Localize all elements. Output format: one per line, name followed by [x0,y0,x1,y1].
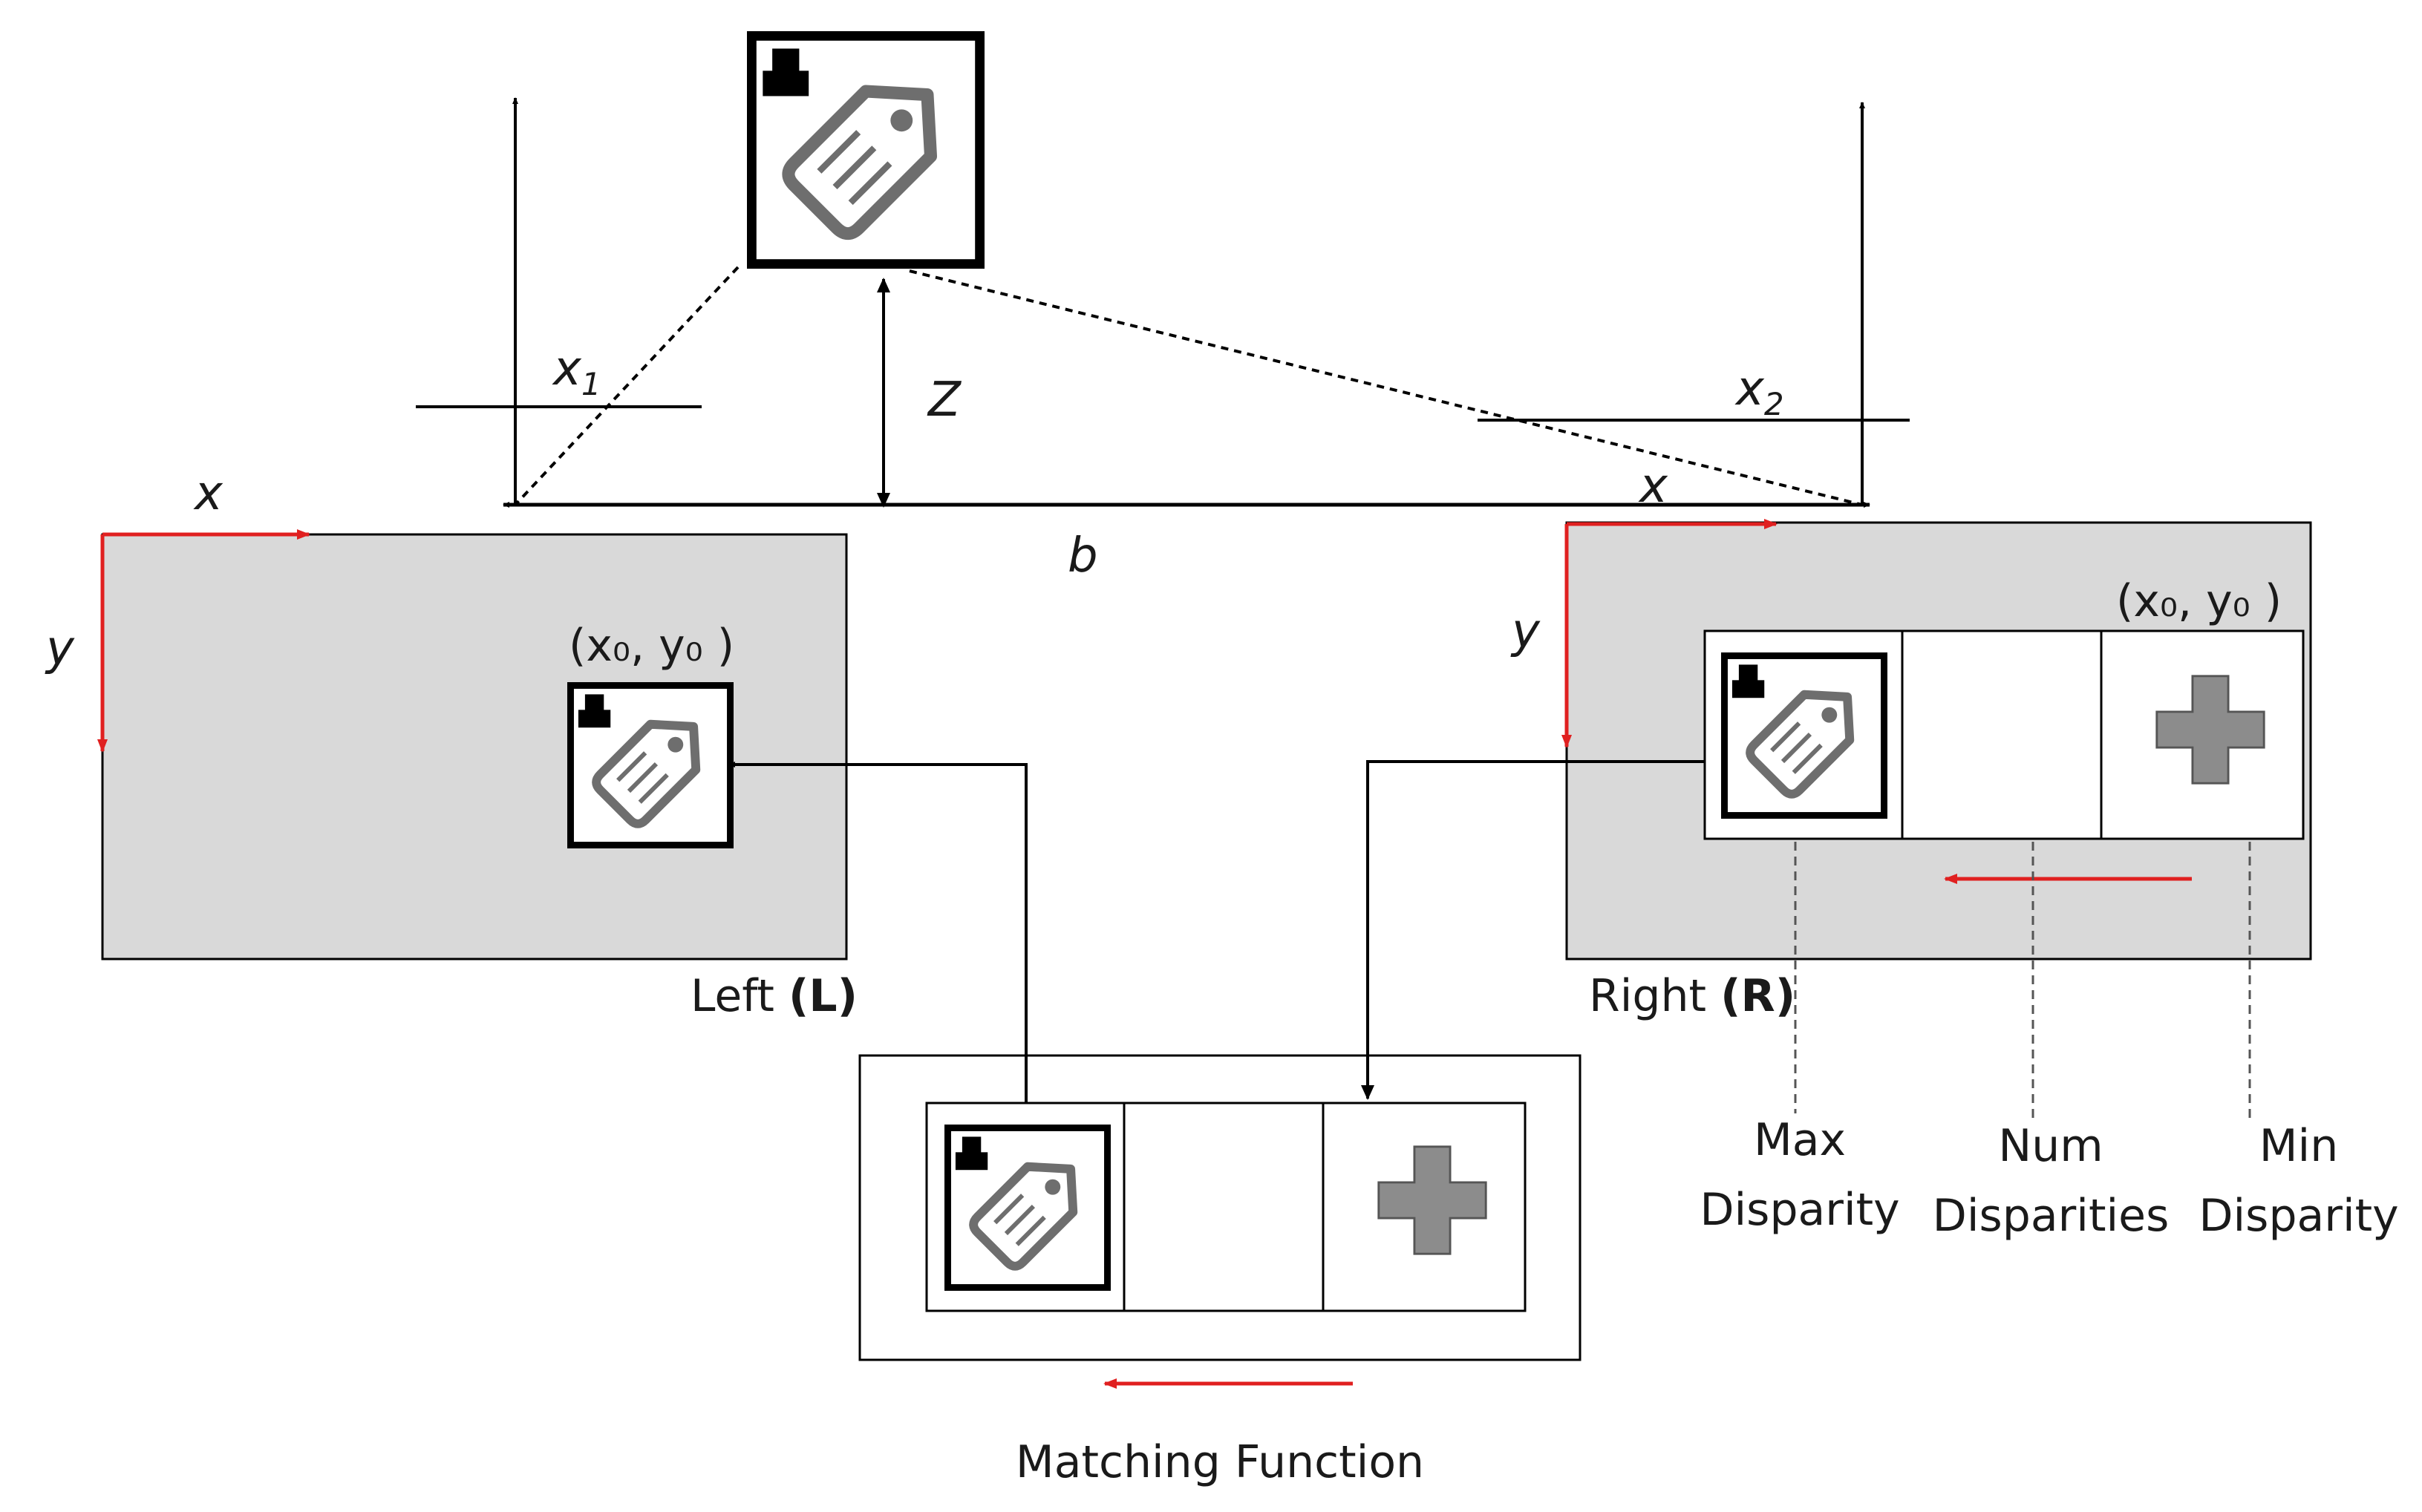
right-image-caption: Right (R) [1589,970,1795,1022]
matching-function: Matching Function [858,1054,1582,1488]
x1-label: x1 [552,341,601,402]
stereo-geometry: x1 x2 Z b [416,36,1910,583]
right-coord-label: (x₀, y₀ ) [2116,575,2282,627]
depth-label: Z [927,373,962,428]
right-projection-ray [909,269,1863,506]
matching-patch-icon [947,1128,1107,1287]
left-patch-connector [728,762,1028,1103]
right-y-label: y [1510,604,1541,659]
left-x-label: x [193,466,223,521]
matching-function-label: Matching Function [1016,1436,1424,1488]
left-patch-icon [570,685,730,845]
right-image-panel: x y (x₀, y₀ ) Right (R) [1510,459,2312,1022]
object-tag-icon [751,36,979,264]
right-patch-connector [1361,760,1705,1100]
right-x-label: x [1638,459,1668,514]
baseline-label: b [1068,528,1098,583]
right-patch-icon [1724,655,1884,815]
left-projection-ray [514,266,740,506]
left-image-panel: x y (x₀, y₀ ) Left (L) [45,466,858,1022]
left-y-label: y [45,621,75,676]
left-coord-label: (x₀, y₀ ) [569,620,734,672]
connectors [728,760,1705,1103]
x2-label: x2 [1734,361,1784,422]
left-image-caption: Left (L) [691,970,858,1022]
left-image [101,533,848,960]
